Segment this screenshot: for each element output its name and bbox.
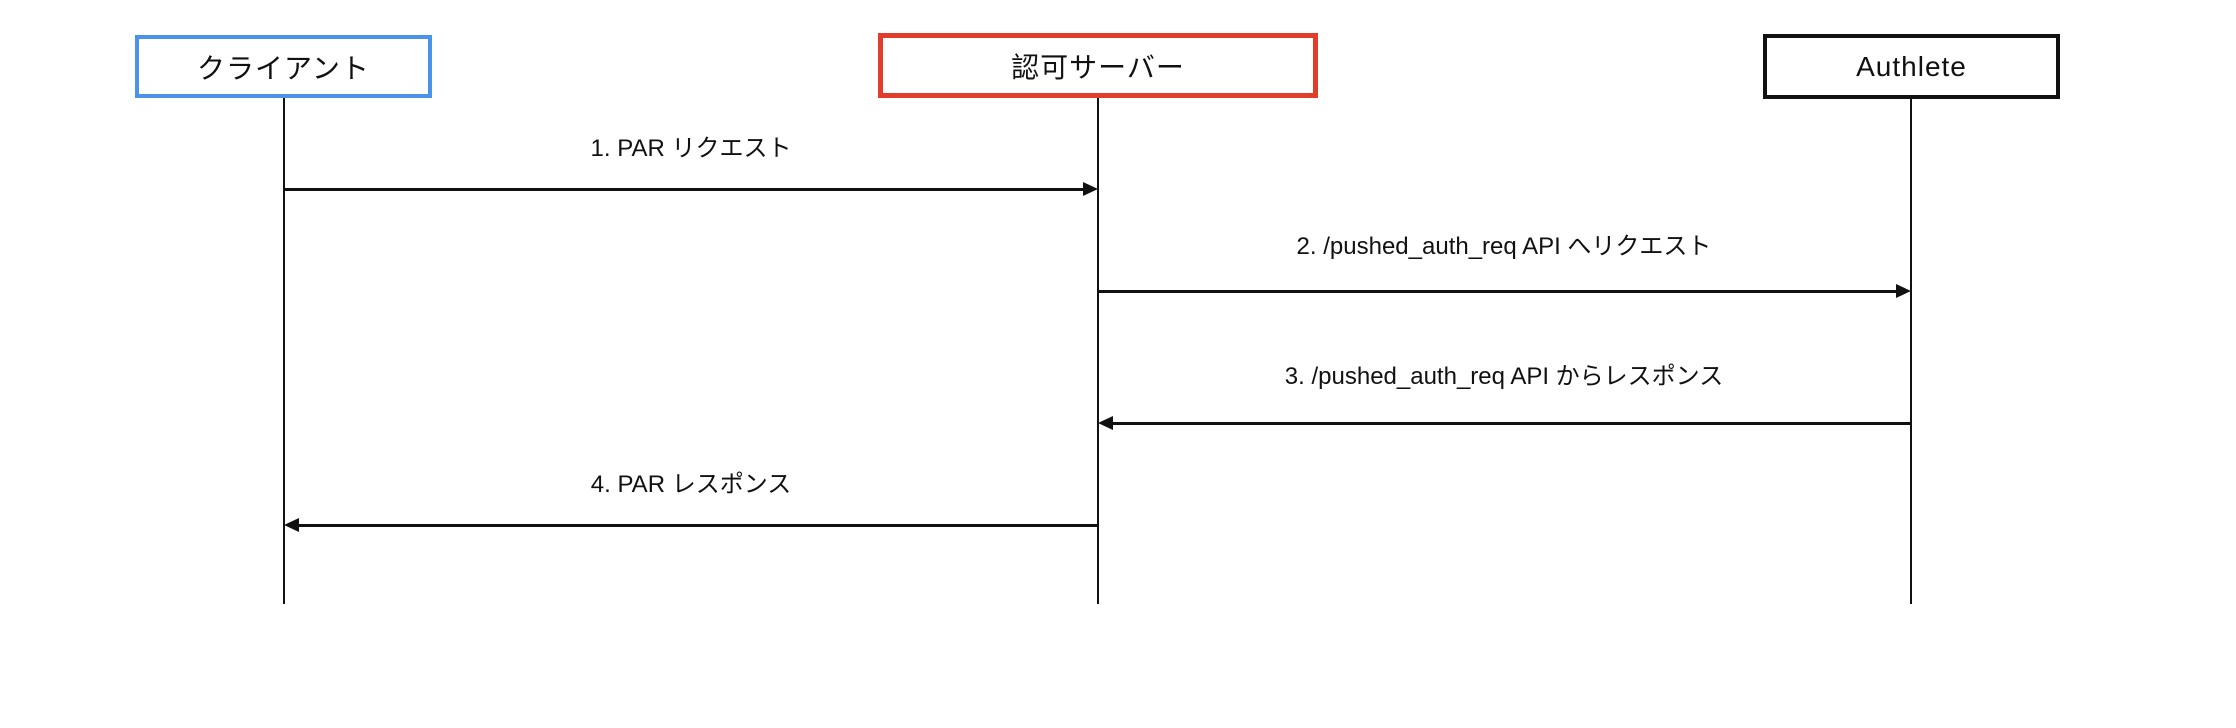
arrowhead-left-icon bbox=[284, 518, 299, 532]
message-1-line bbox=[284, 188, 1085, 191]
message-3-line bbox=[1111, 422, 1911, 425]
lifeline-client bbox=[282, 98, 286, 604]
arrowhead-left-icon bbox=[1098, 416, 1113, 430]
actor-label-authlete: Authlete bbox=[1856, 50, 1967, 82]
actor-box-client: クライアント bbox=[135, 35, 432, 98]
arrowhead-right-icon bbox=[1896, 284, 1911, 298]
actor-box-authlete: Authlete bbox=[1763, 34, 2060, 99]
actor-label-client: クライアント bbox=[197, 52, 370, 84]
message-4-label: 4. PAR レスポンス bbox=[590, 471, 792, 498]
lifeline-authlete bbox=[1909, 98, 1913, 604]
actor-box-authorization-server: 認可サーバー bbox=[878, 33, 1318, 98]
message-3-label: 3. /pushed_auth_req API からレスポンス bbox=[1284, 363, 1724, 390]
message-2-line bbox=[1098, 290, 1898, 293]
actor-label-authorization-server: 認可サーバー bbox=[1011, 51, 1185, 83]
lifeline-authorization-server bbox=[1096, 98, 1100, 604]
message-1-label: 1. PAR リクエスト bbox=[590, 135, 792, 162]
message-4-line bbox=[297, 524, 1098, 527]
message-2-label: 2. /pushed_auth_req API へリクエスト bbox=[1296, 233, 1712, 260]
arrowhead-right-icon bbox=[1083, 182, 1098, 196]
